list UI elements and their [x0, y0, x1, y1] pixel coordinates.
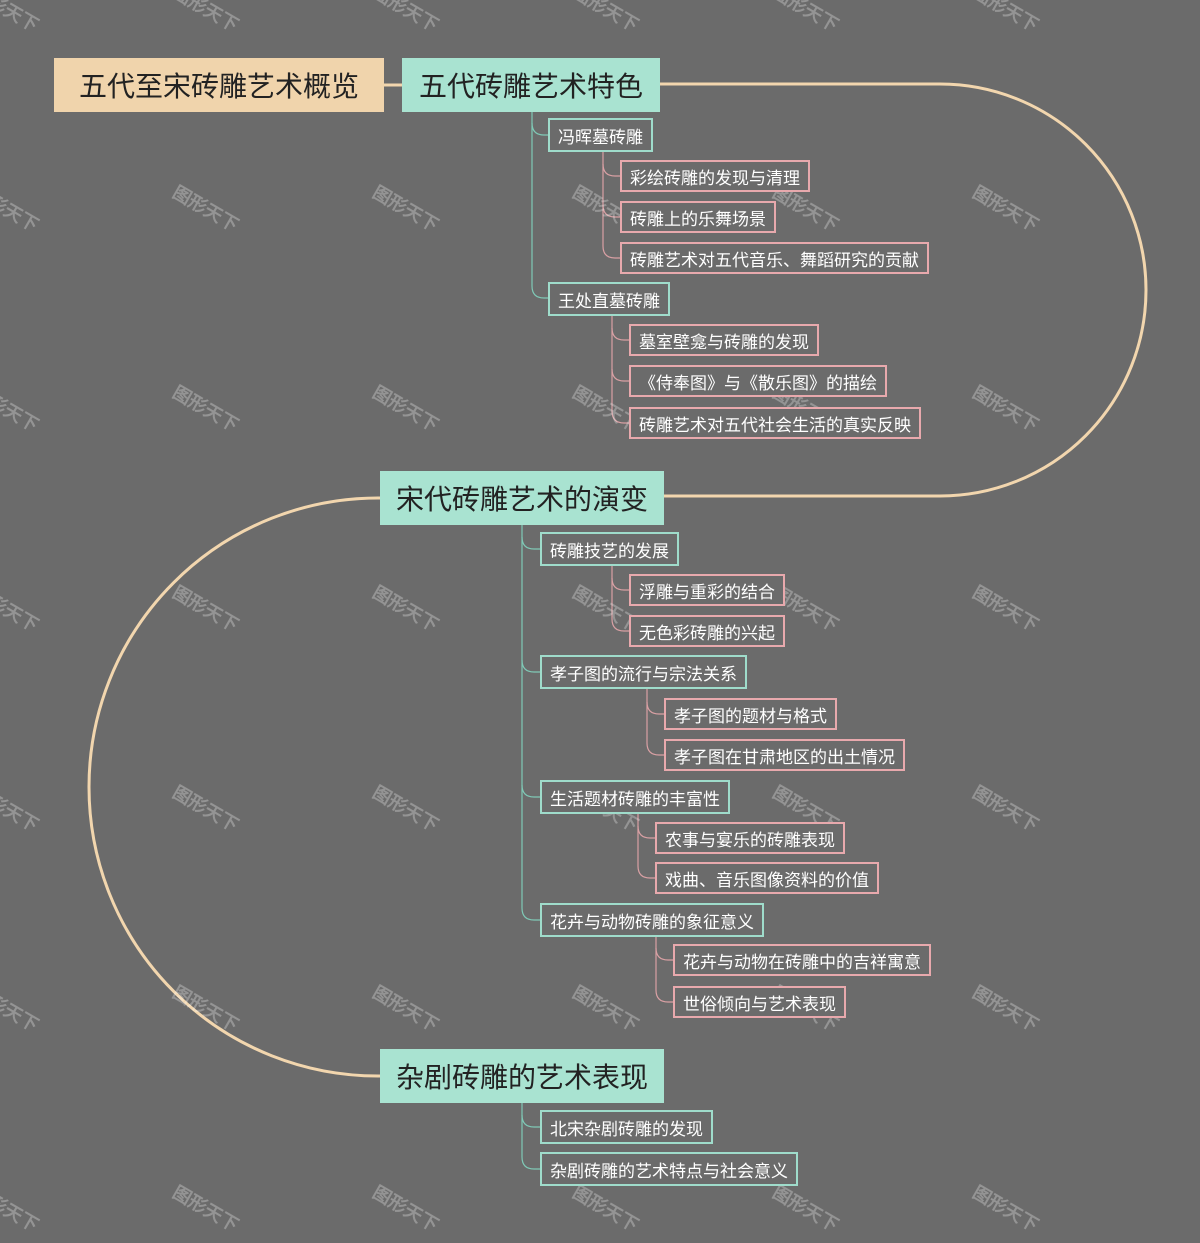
leaf-topic[interactable]: 《侍奉图》与《散乐图》的描绘	[629, 365, 887, 397]
leaf-topic[interactable]: 农事与宴乐的砖雕表现	[655, 822, 845, 854]
leaf-topic[interactable]: 砖雕艺术对五代音乐、舞蹈研究的贡献	[620, 242, 929, 274]
subtopic-daily-life[interactable]: 生活题材砖雕的丰富性	[540, 780, 730, 814]
leaf-topic[interactable]: 戏曲、音乐图像资料的价值	[655, 862, 879, 894]
leaf-branches	[602, 152, 673, 1003]
leaf-topic[interactable]: 世俗倾向与艺术表现	[673, 986, 846, 1018]
subtopic-technique[interactable]: 砖雕技艺的发展	[540, 532, 679, 566]
section-connector-curve-lower	[87, 496, 380, 1078]
leaf-topic[interactable]: 彩绘砖雕的发现与清理	[620, 160, 810, 192]
section-zaju[interactable]: 杂剧砖雕的艺术表现	[380, 1049, 664, 1103]
root-topic[interactable]: 五代至宋砖雕艺术概览	[54, 58, 384, 112]
subtopic-flowers-animals[interactable]: 花卉与动物砖雕的象征意义	[540, 903, 764, 937]
leaf-topic[interactable]: 砖雕艺术对五代社会生活的真实反映	[629, 407, 921, 439]
subtopic-filial-piety[interactable]: 孝子图的流行与宗法关系	[540, 655, 747, 689]
leaf-topic[interactable]: 孝子图的题材与格式	[664, 698, 837, 730]
section-connector-curve	[660, 82, 1148, 498]
leaf-topic[interactable]: 砖雕上的乐舞场景	[620, 201, 776, 233]
subtopic-wang-chuzhi-tomb[interactable]: 王处直墓砖雕	[548, 282, 670, 316]
leaf-topic[interactable]: 孝子图在甘肃地区的出土情况	[664, 739, 905, 771]
section-five-dynasties[interactable]: 五代砖雕艺术特色	[402, 58, 660, 112]
section-1-branches	[521, 111, 548, 1170]
leaf-topic[interactable]: 墓室壁龛与砖雕的发现	[629, 324, 819, 356]
leaf-topic[interactable]: 花卉与动物在砖雕中的吉祥寓意	[673, 944, 931, 976]
leaf-topic[interactable]: 无色彩砖雕的兴起	[629, 615, 785, 647]
leaf-topic[interactable]: 浮雕与重彩的结合	[629, 574, 785, 606]
subtopic-feng-hui-tomb[interactable]: 冯晖墓砖雕	[548, 118, 653, 152]
subtopic-zaju-features[interactable]: 杂剧砖雕的艺术特点与社会意义	[540, 1152, 798, 1186]
section-song-dynasty[interactable]: 宋代砖雕艺术的演变	[380, 471, 664, 525]
subtopic-zaju-discovery[interactable]: 北宋杂剧砖雕的发现	[540, 1110, 713, 1144]
